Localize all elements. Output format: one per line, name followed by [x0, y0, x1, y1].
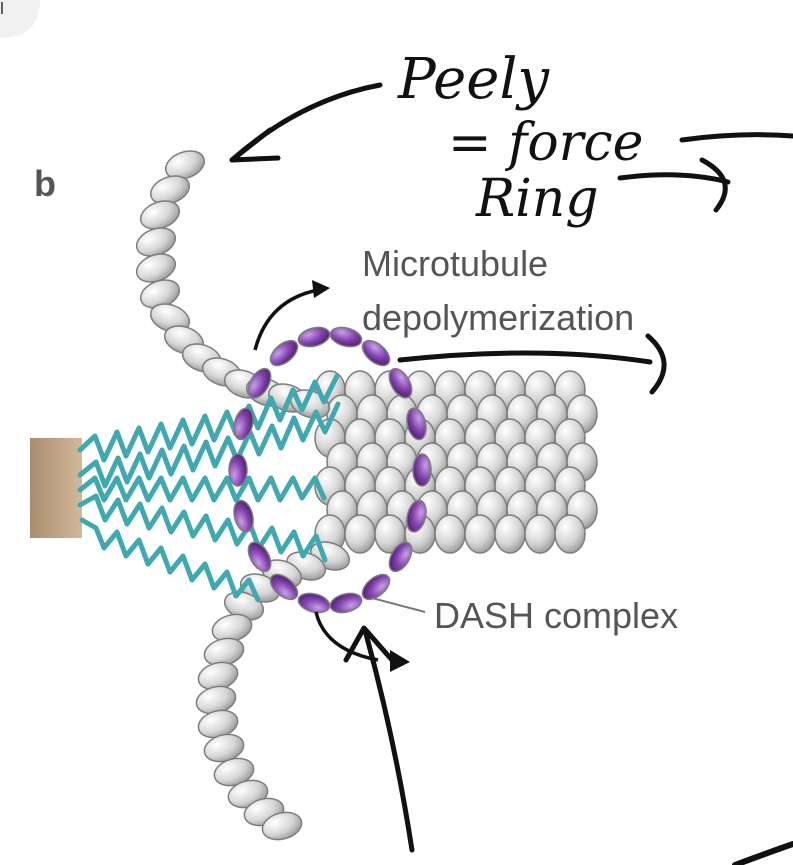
tubulin-dimer: [554, 514, 586, 554]
hand-stroke-bottom-right: [732, 841, 793, 865]
dash-subunit: [361, 339, 391, 367]
panel-letter: b: [34, 163, 56, 204]
dash-subunit: [228, 453, 248, 487]
linker-zigzag-5: [79, 517, 261, 603]
dash-subunit: [412, 453, 432, 487]
protofilament-bead: [139, 200, 181, 230]
handwritten-line1: Peely: [397, 47, 550, 112]
dash-subunit: [269, 339, 299, 367]
hand-arrow-to-protofilament-head: [229, 127, 281, 163]
hand-arrow-depolymerization: [397, 350, 653, 365]
tubulin-dimer: [494, 514, 526, 554]
dash-subunit: [247, 541, 272, 573]
dash-subunit: [247, 367, 272, 399]
linker-zigzag-3: [77, 475, 327, 503]
protofilament-bead: [164, 150, 206, 180]
hand-dash-right: [679, 132, 793, 143]
rotation-arrow-top: [253, 288, 319, 351]
dash-subunit: [269, 573, 299, 601]
hand-arrow-to-protofilament: [229, 82, 383, 163]
dash-complex-label: DASH complex: [434, 595, 678, 636]
microtubule-lattice: [314, 370, 598, 554]
dash-subunit: [329, 592, 363, 614]
dash-subunit: [297, 592, 331, 614]
handwritten-line2: = force: [448, 113, 643, 173]
linker-zigzag-4: [77, 493, 328, 563]
protofilament-bead: [149, 303, 191, 333]
tubulin-dimer: [464, 514, 496, 554]
linker-zigzag-1: [77, 373, 340, 463]
tubulin-dimer: [344, 514, 376, 554]
protofilament-lower: [195, 541, 351, 841]
protofilament-upper: [135, 150, 331, 419]
dash-subunit: [388, 367, 413, 399]
dash-subunit: [297, 326, 331, 348]
protofilament-bead: [261, 811, 303, 841]
anchor-block: [30, 438, 82, 538]
dash-subunit: [388, 541, 413, 573]
dash-subunit: [406, 407, 427, 441]
rotation-arrow-bottom-head: [390, 650, 410, 672]
dash-subunit: [329, 326, 363, 348]
hand-arrow-depolymerization-head: [645, 333, 667, 395]
dash-label-leader: [371, 597, 426, 613]
hand-arrow-ring: [617, 172, 731, 185]
tubulin-dimer: [524, 514, 556, 554]
protofilament-bead: [149, 175, 191, 205]
rotation-arrow-top-head: [312, 280, 330, 298]
dash-subunit: [233, 499, 254, 533]
hand-arrow-ring-head: [699, 157, 728, 213]
dash-subunit: [406, 499, 427, 533]
rotation-arrow-bottom: [314, 611, 379, 662]
microtubule-label-line2: depolymerization: [362, 297, 634, 338]
hand-arrow-up-to-ring-head: [343, 625, 395, 663]
microtubule-label-line1: Microtubule: [362, 243, 548, 284]
dash-subunit: [233, 407, 254, 441]
linker-zigzags: [77, 373, 341, 603]
corner-artifact: [0, 0, 40, 38]
dash-ring: [228, 326, 432, 614]
handwritten-annotations: Peely = force Ring: [229, 47, 793, 865]
tubulin-dimer: [434, 514, 466, 554]
hand-arrow-up-to-ring: [363, 631, 415, 853]
handwritten-line3: Ring: [475, 169, 599, 229]
dash-subunit: [361, 573, 391, 601]
linker-zigzag-2: [77, 401, 341, 489]
